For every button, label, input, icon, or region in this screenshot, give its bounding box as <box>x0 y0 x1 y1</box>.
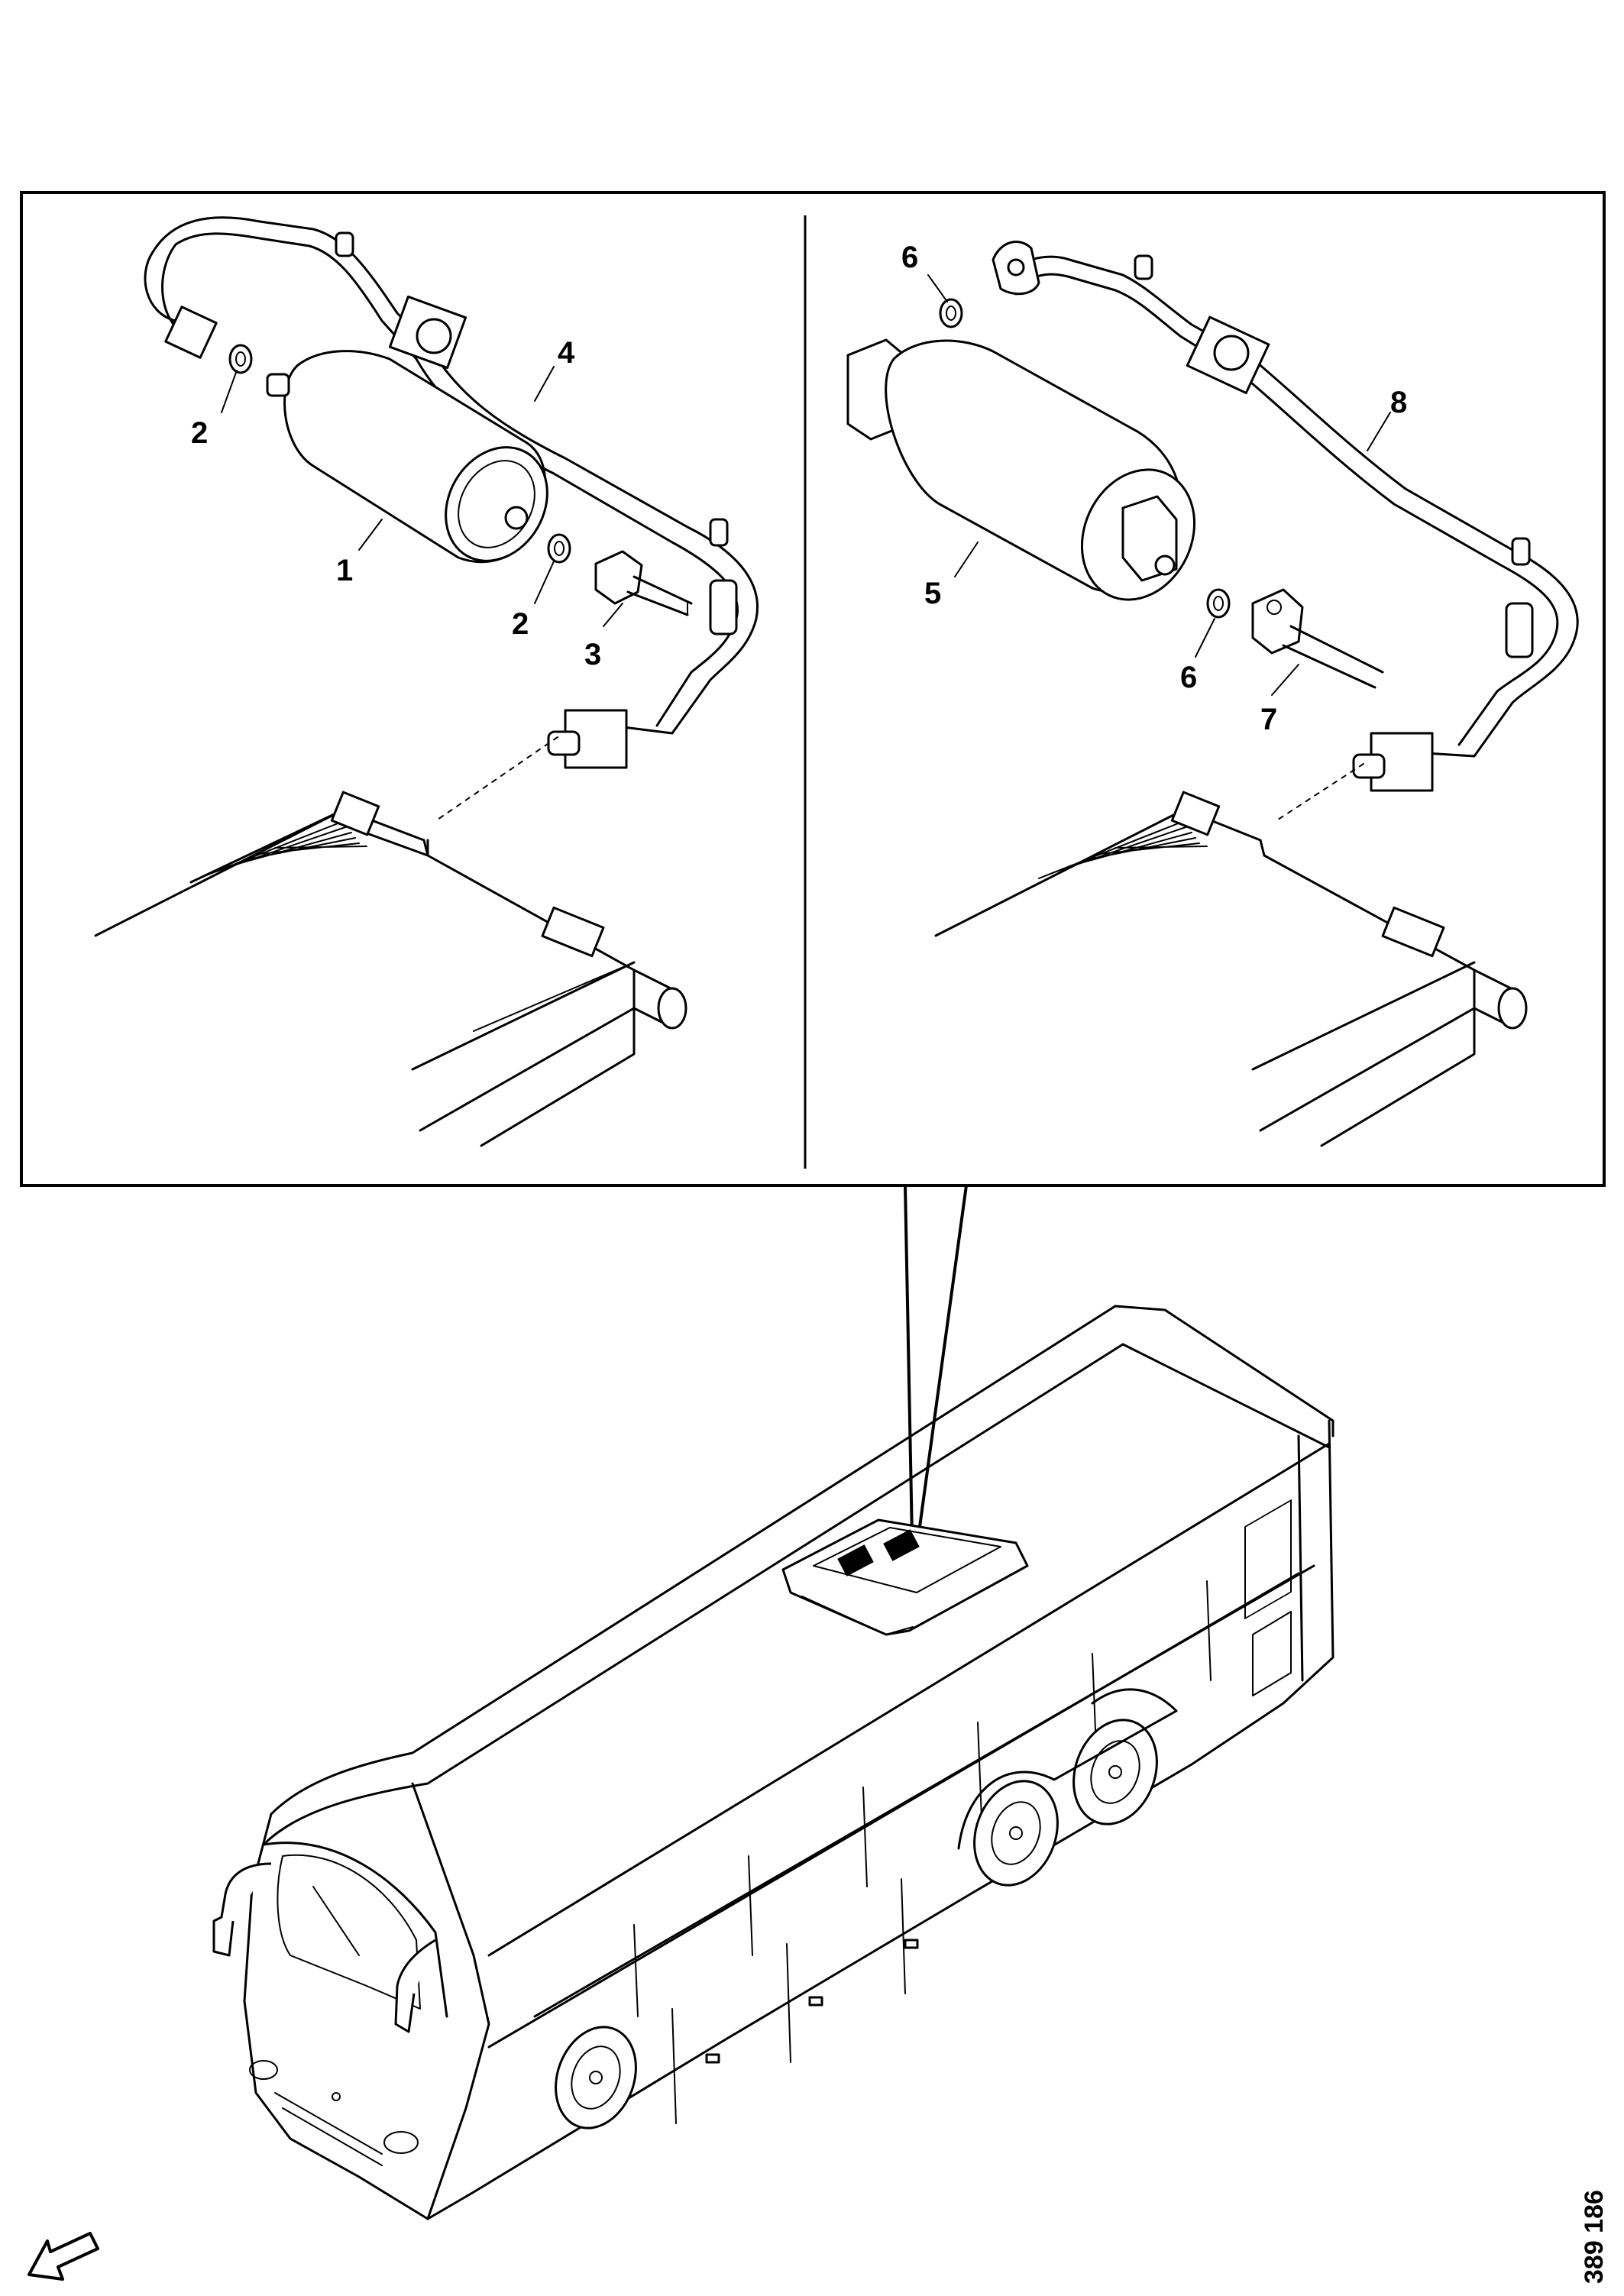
detail-frame <box>20 191 1606 1187</box>
right-refrigerant-pipe <box>992 241 1579 792</box>
left-refrigerant-pipe <box>144 216 759 769</box>
right-panel: 5 6 6 7 8 <box>846 241 1579 1147</box>
o-ring-6-lower <box>1206 588 1231 619</box>
roof-ac-unit <box>781 1518 1029 1636</box>
coach-bus <box>212 1305 1334 2220</box>
bus-windshield <box>277 1854 421 2010</box>
figure-reference-number: 389 186 <box>1580 2190 1609 2284</box>
leader-2a <box>221 370 238 413</box>
bus-mirror-left <box>212 1862 272 1957</box>
right-condenser <box>934 763 1528 1147</box>
o-ring-2-lower <box>547 533 571 564</box>
receiver-drier-1 <box>266 350 548 564</box>
left-condenser <box>94 736 687 1147</box>
leader-8 <box>1367 412 1391 451</box>
o-ring-2-upper-inner <box>235 351 246 367</box>
o-ring-2-upper <box>228 344 253 374</box>
bus-rear-wheels <box>957 1688 1178 1887</box>
o-ring-6-lower-inner <box>1213 596 1224 611</box>
bus-front-wheel <box>555 2026 637 2129</box>
o-ring-6-upper-inner <box>946 306 956 321</box>
leader-4 <box>534 366 555 402</box>
o-ring-6-upper <box>939 298 963 328</box>
callout-5: 5 <box>924 577 941 610</box>
bus-mirror-right <box>394 1939 436 2033</box>
callout-1: 1 <box>336 554 353 587</box>
orientation-arrow <box>27 2232 99 2281</box>
callout-6-lower: 6 <box>1180 661 1197 694</box>
leader-1 <box>358 519 383 551</box>
left-panel: 1 2 2 3 4 <box>94 216 759 1147</box>
callout-2-lower: 2 <box>512 607 529 641</box>
detail-pointer <box>904 1184 968 1579</box>
leader-3 <box>603 603 623 627</box>
pipe-flange-7 <box>1251 588 1384 689</box>
bus-roof <box>270 1305 1334 1816</box>
callout-8: 8 <box>1390 386 1407 419</box>
leader-5 <box>954 542 979 577</box>
receiver-drier-5 <box>846 338 1196 601</box>
leader-7 <box>1271 664 1299 696</box>
pipe-nut-3 <box>594 550 693 616</box>
callout-7: 7 <box>1260 703 1277 736</box>
callout-2-upper: 2 <box>191 416 208 450</box>
callout-3: 3 <box>584 638 601 671</box>
arrow-front-direction-icon <box>27 2232 99 2281</box>
leader-6a <box>927 274 948 302</box>
leader-2b <box>534 561 555 604</box>
o-ring-2-lower-inner <box>554 541 565 556</box>
callout-6-upper: 6 <box>901 241 918 274</box>
callout-4: 4 <box>558 336 575 370</box>
leader-6b <box>1195 618 1215 658</box>
